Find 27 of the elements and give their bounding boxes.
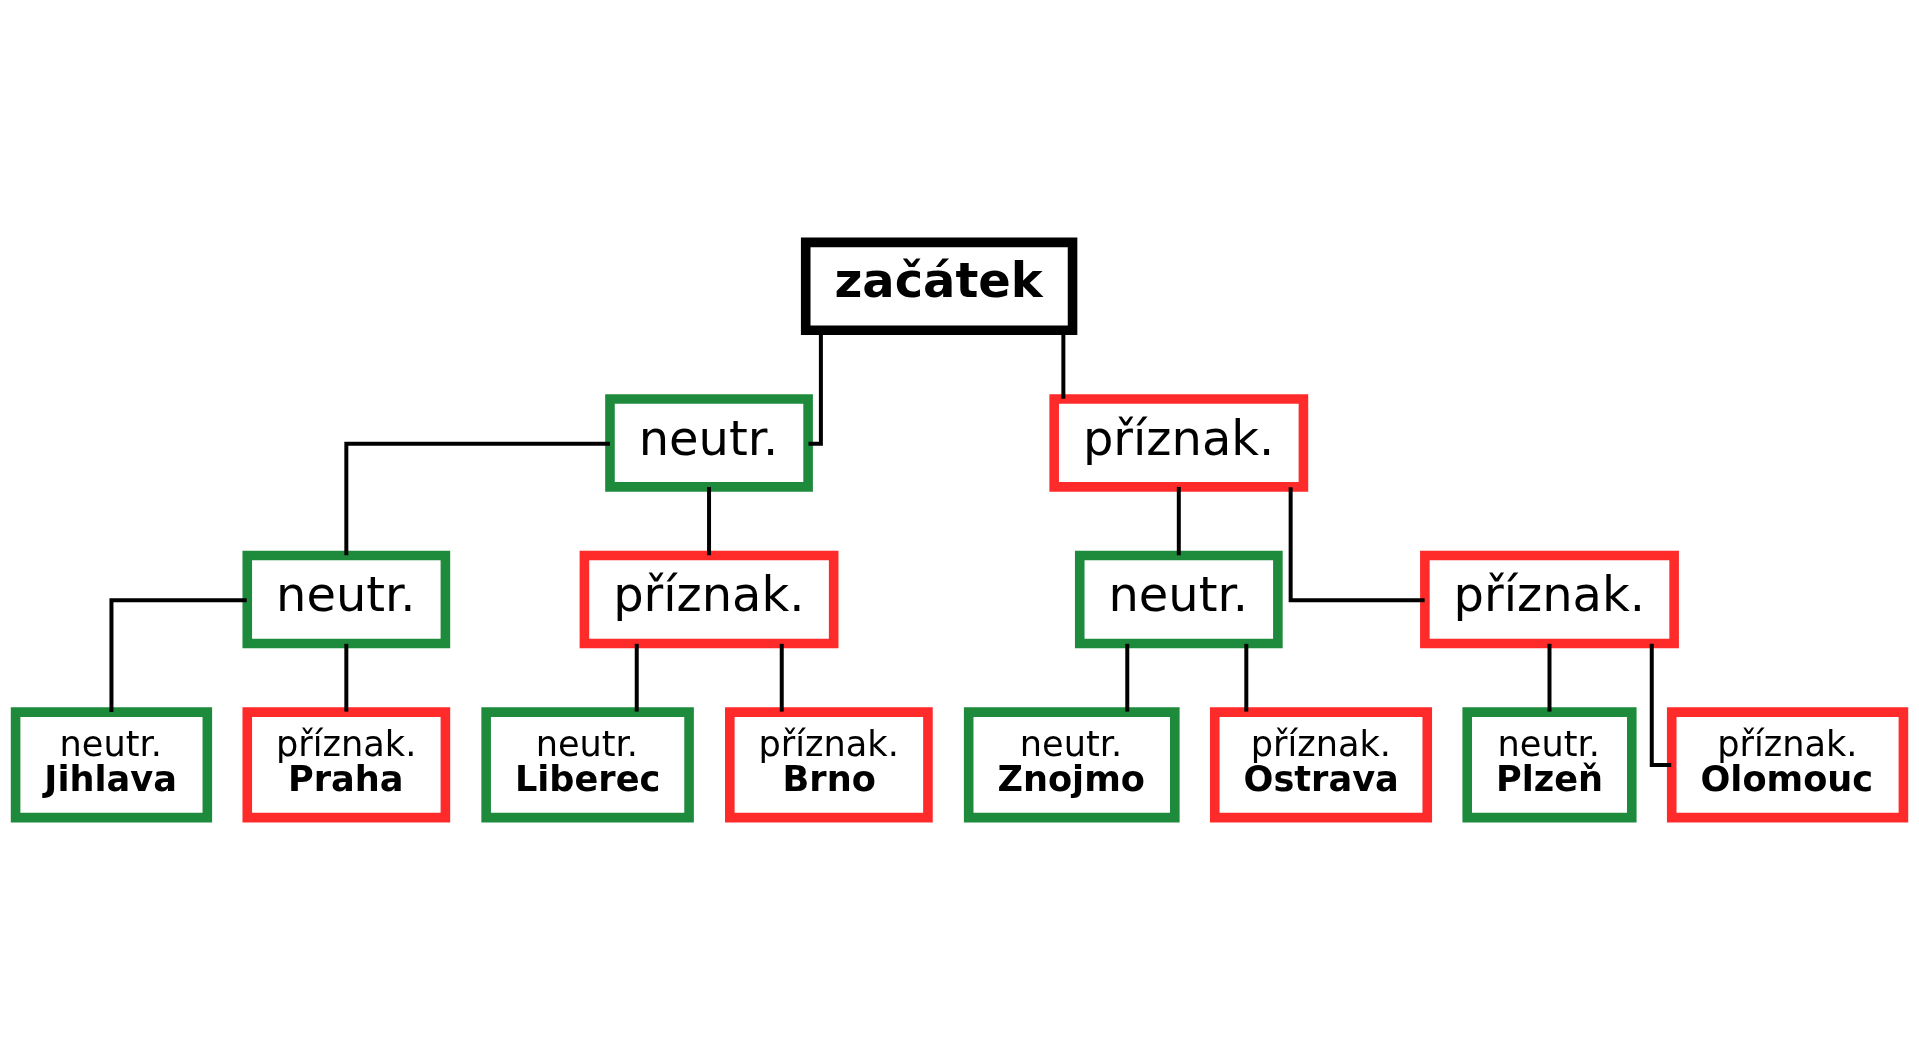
connector [344, 441, 610, 556]
node-box: příznak. [1420, 550, 1679, 649]
node-box: příznak. [1049, 394, 1309, 492]
connector [1125, 643, 1130, 712]
node-box: příznak. Brno [725, 707, 933, 823]
node-box: příznak. Ostrava [1209, 707, 1433, 823]
node-box: neutr. [605, 394, 813, 492]
connector [707, 486, 712, 556]
node-box: příznak. Olomouc [1666, 707, 1909, 823]
connector [1288, 487, 1425, 603]
node-box: neutr. Liberec [481, 707, 694, 823]
connector [1244, 643, 1249, 712]
node-box: neutr. Znojmo [963, 707, 1180, 823]
connector [1176, 486, 1181, 556]
node-box: neutr. Jihlava [10, 707, 213, 823]
node-box: neutr. [242, 550, 451, 649]
connector [634, 643, 639, 712]
node-box: začátek [800, 237, 1078, 336]
connector [344, 643, 349, 712]
connector [1547, 643, 1552, 712]
node-box: příznak. Praha [242, 707, 451, 823]
connector [779, 643, 784, 712]
node-box: neutr. [1074, 550, 1283, 649]
node-box: neutr. Plzeň [1462, 707, 1637, 823]
connector [109, 598, 247, 712]
node-box: příznak. [579, 550, 839, 649]
connector [1649, 643, 1672, 767]
